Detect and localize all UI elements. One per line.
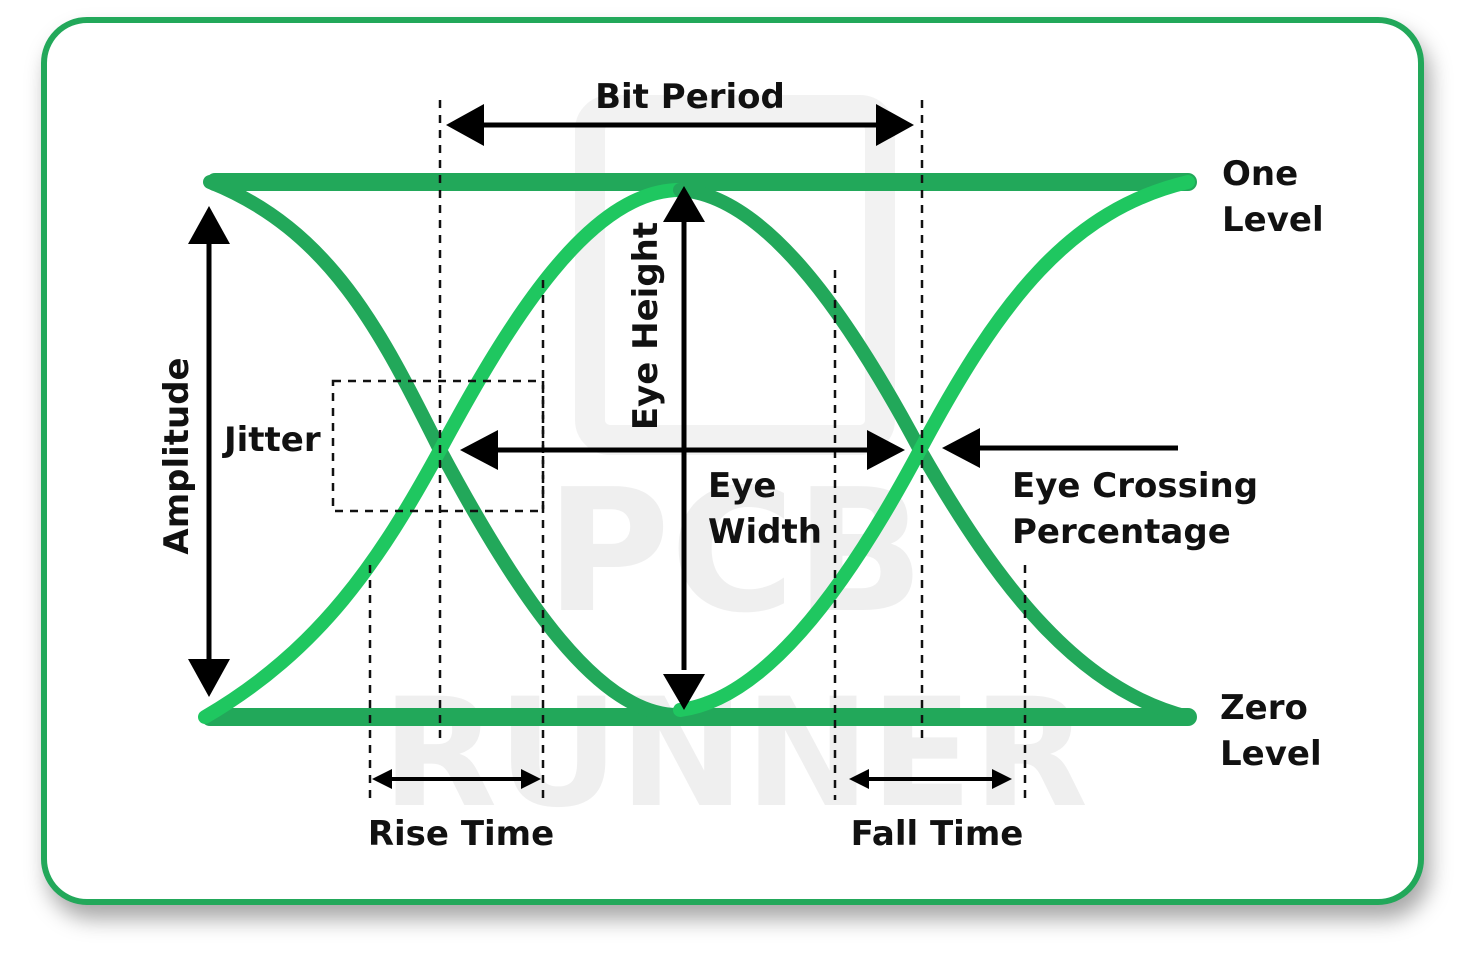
watermark-chip-icon — [575, 95, 895, 455]
one-level-label-line1: One — [1222, 154, 1298, 194]
eye-width-label-line1: Eye — [708, 466, 776, 506]
eye-height-arrowhead-bottom — [663, 674, 705, 710]
rising-edge-right — [673, 175, 1195, 717]
bit-period-label: Bit Period — [595, 77, 785, 117]
bit-period-arrowhead-right — [876, 104, 914, 146]
guide-lines — [331, 100, 1027, 800]
bit-period-arrowhead-left — [446, 104, 484, 146]
labels: Bit Period One Level Zero Level Amplitud… — [157, 77, 1324, 854]
amplitude-arrowhead-bottom — [188, 659, 230, 697]
jitter-label: Jitter — [222, 420, 321, 460]
eye-crossing-label-line2: Percentage — [1012, 512, 1231, 552]
eye-crossing-arrowhead — [942, 428, 980, 468]
jitter-box — [331, 379, 545, 513]
fall-time-arrowhead-left — [849, 769, 869, 789]
eye-width-label-line2: Width — [708, 512, 822, 552]
fall-time-label: Fall Time — [851, 814, 1024, 854]
fall-time-arrowhead-right — [992, 769, 1012, 789]
rise-time-arrowhead-left — [372, 769, 392, 789]
eye-crossing-label-line1: Eye Crossing — [1012, 466, 1258, 506]
arrows — [188, 104, 1178, 789]
eye-width-arrowhead-right — [867, 430, 905, 470]
rise-time-arrowhead-right — [521, 769, 541, 789]
zero-level-label-line2: Level — [1220, 734, 1322, 774]
zero-level-label-line1: Zero — [1220, 688, 1308, 728]
diagram-frame — [41, 17, 1424, 905]
eye-height-arrowhead-top — [663, 186, 705, 222]
rise-time-label: Rise Time — [368, 814, 554, 854]
amplitude-label: Amplitude — [157, 357, 197, 554]
eye-height-label: Eye Height — [626, 222, 666, 430]
one-level-label-line2: Level — [1222, 200, 1324, 240]
amplitude-arrowhead-top — [188, 206, 230, 244]
eye-width-arrowhead-left — [460, 430, 498, 470]
